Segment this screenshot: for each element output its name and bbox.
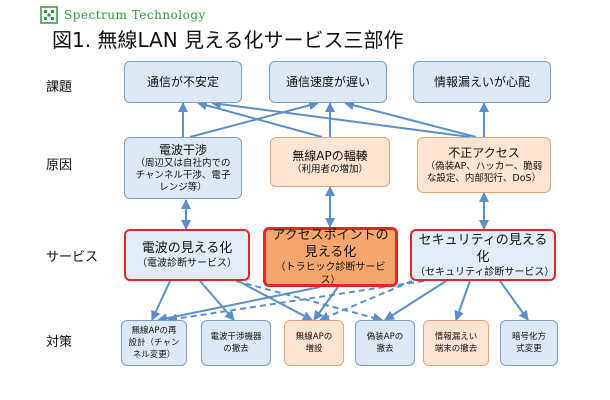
measure-box-redesign-ap: 無線APの再 設計（チャン ネル変更） (121, 320, 187, 366)
arrow-ap-add-ap (313, 286, 339, 321)
arrow-security-remove-fake (384, 280, 447, 321)
spectrum-logo-icon (40, 6, 58, 24)
row-label-measure: 対策 (46, 335, 73, 350)
arrow-radio-remove-interferer (199, 280, 235, 321)
measure-box-remove-fake-ap: 偽装APの 撤去 (355, 320, 415, 366)
measure-box-remove-interferer: 電波干渉機器 の撤去 (201, 320, 271, 366)
arrow-security-add-ap-dashed (319, 280, 413, 322)
row-label-cause: 原因 (46, 158, 73, 173)
measure-box-remove-leak-terminal: 情報漏えい 端末の撤去 (423, 320, 489, 366)
brand-name: Spectrum Technology (64, 8, 206, 22)
row-label-issue: 課題 (46, 80, 73, 95)
cause-box-congestion: 無線APの輻輳 （利用者の増加） (270, 137, 390, 187)
arrow-interference-slow (189, 100, 319, 138)
arrow-security-redesign-dashed (167, 280, 425, 324)
page-title: 図1. 無線LAN 見える化サービス三部作 (52, 28, 404, 52)
arrow-radio-redesign (151, 280, 171, 321)
measure-box-change-encryption: 暗号化方 式変更 (500, 320, 558, 366)
arrow-congestion-unstable (197, 100, 323, 138)
service-box-access-point: アクセスポイントの 見える化 （トラヒック診断サービス） (263, 227, 398, 287)
arrow-security-remove-terminal (454, 280, 471, 321)
issue-box-unstable: 通信が不安定 (124, 61, 242, 103)
arrow-access-slow (344, 100, 477, 138)
cause-box-interference: 電波干渉 （周辺又は自社内での チャンネル干渉、電子 レンジ等） (124, 137, 242, 199)
cause-box-unauthorized-access: 不正アクセス （偽装AP、ハッカー、脆弱 な設定、内部犯行、DoS） (417, 137, 551, 193)
arrow-radio-remove-fake-dashed (235, 280, 383, 323)
arrow-security-encryption (499, 280, 529, 321)
issue-box-slow: 通信速度が遅い (269, 61, 387, 103)
service-box-security: セキュリティの見える化 （セキュリティ診断サービス） (410, 229, 556, 281)
row-label-service: サービス (46, 250, 99, 265)
arrow-ap-redesign (157, 286, 321, 324)
service-box-radio: 電波の見える化 （電波診断サービス） (124, 229, 250, 281)
arrow-radio-add-ap (237, 280, 313, 321)
brand-logo: Spectrum Technology (40, 6, 206, 24)
issue-box-leak: 情報漏えいが心配 (413, 61, 551, 103)
measure-box-add-ap: 無線APの 増設 (284, 320, 344, 366)
arrow-access-unstable (211, 99, 471, 138)
